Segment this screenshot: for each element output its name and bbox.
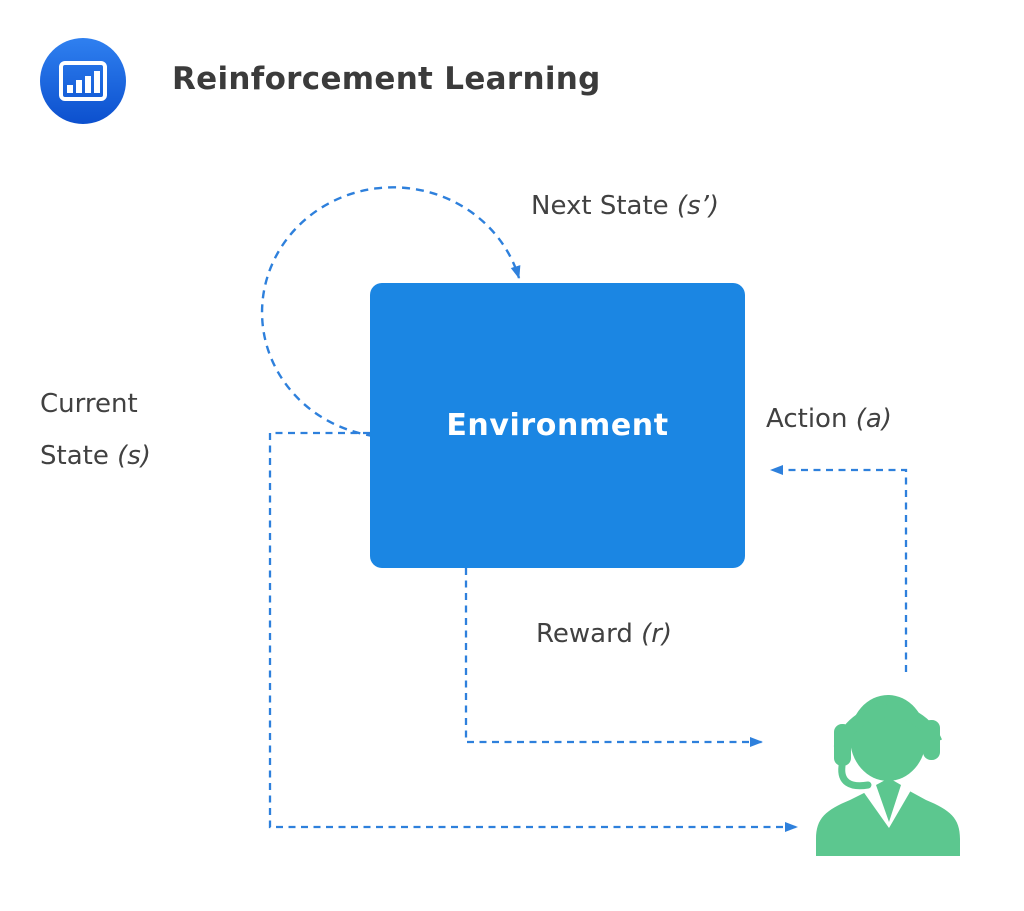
current-state-arrow	[268, 431, 798, 832]
app-logo	[39, 37, 127, 125]
current-state-line2: State (s)	[40, 441, 151, 471]
logo-chart-frame	[59, 61, 107, 101]
current-state-symbol: (s)	[117, 441, 151, 471]
agent-node	[810, 666, 968, 856]
logo-bar-2	[76, 80, 82, 93]
environment-label: Environment	[446, 408, 669, 443]
logo-bar-4	[94, 71, 100, 93]
next-state-loop-arrow	[260, 186, 521, 438]
page-title: Reinforcement Learning	[172, 61, 601, 97]
agent-tie	[876, 778, 901, 822]
action-arrow	[770, 465, 908, 672]
reward-label: Reward (r)	[536, 619, 672, 649]
logo-bar-1	[67, 85, 73, 93]
current-state-line1: Current	[40, 389, 138, 419]
reward-arrow	[464, 568, 763, 747]
next-state-label: Next State (s’)	[531, 191, 719, 221]
next-state-symbol: (s’)	[676, 191, 720, 221]
action-text: Action	[766, 404, 848, 434]
reward-text: Reward	[536, 619, 633, 649]
next-state-text: Next State	[531, 191, 669, 221]
agent-earcup-left	[834, 724, 851, 766]
action-label: Action (a)	[766, 404, 892, 434]
logo-circle	[40, 38, 126, 124]
agent-microphone	[838, 762, 872, 790]
bar-chart-icon	[40, 38, 126, 124]
logo-bar-3	[85, 76, 91, 93]
agent-earcup-right	[923, 720, 940, 760]
action-symbol: (a)	[855, 404, 892, 434]
support-agent-icon	[816, 695, 960, 856]
reward-symbol: (r)	[641, 619, 673, 649]
environment-node: Environment	[370, 283, 745, 568]
current-state-label: Current State (s)	[40, 378, 151, 482]
